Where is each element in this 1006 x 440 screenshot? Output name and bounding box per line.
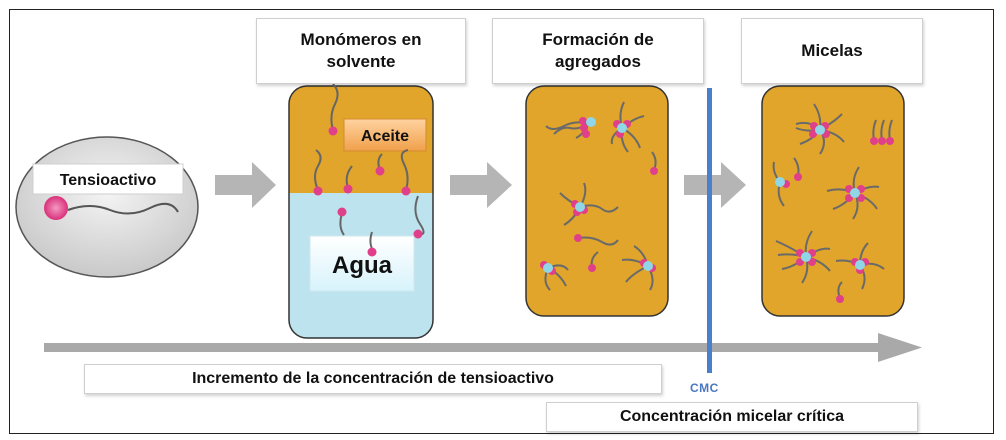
aggregates-title-line1: Formación de [542, 30, 654, 49]
process-arrow-2 [450, 162, 512, 208]
process-arrow-1 [215, 162, 276, 208]
monomers-title: Monómeros en solvente [256, 18, 466, 84]
surfactant-label: Tensioactivo [60, 172, 157, 189]
monomers-title-line2: solvente [326, 52, 396, 71]
water-label: Agua [332, 252, 393, 279]
process-arrow-3 [684, 162, 746, 208]
monomers-title-line1: Monómeros en [300, 30, 422, 49]
aggregates-title: Formación de agregados [492, 18, 704, 84]
monomer-container [288, 83, 434, 339]
micelles-title: Micelas [741, 18, 923, 84]
concentration-axis-label: Incremento de la concentración de tensio… [84, 364, 662, 394]
aggregates-title-line2: agregados [555, 52, 641, 71]
concentration-arrow [44, 333, 922, 362]
cmc-full-label: Concentración micelar crítica [546, 402, 918, 432]
micelle-container [761, 85, 905, 317]
oil-label: Aceite [361, 128, 409, 145]
aggregate-container [525, 85, 669, 317]
surfactant-oval [15, 136, 199, 278]
cmc-abbreviation: CMC [690, 381, 719, 395]
cmc-line [707, 88, 712, 373]
